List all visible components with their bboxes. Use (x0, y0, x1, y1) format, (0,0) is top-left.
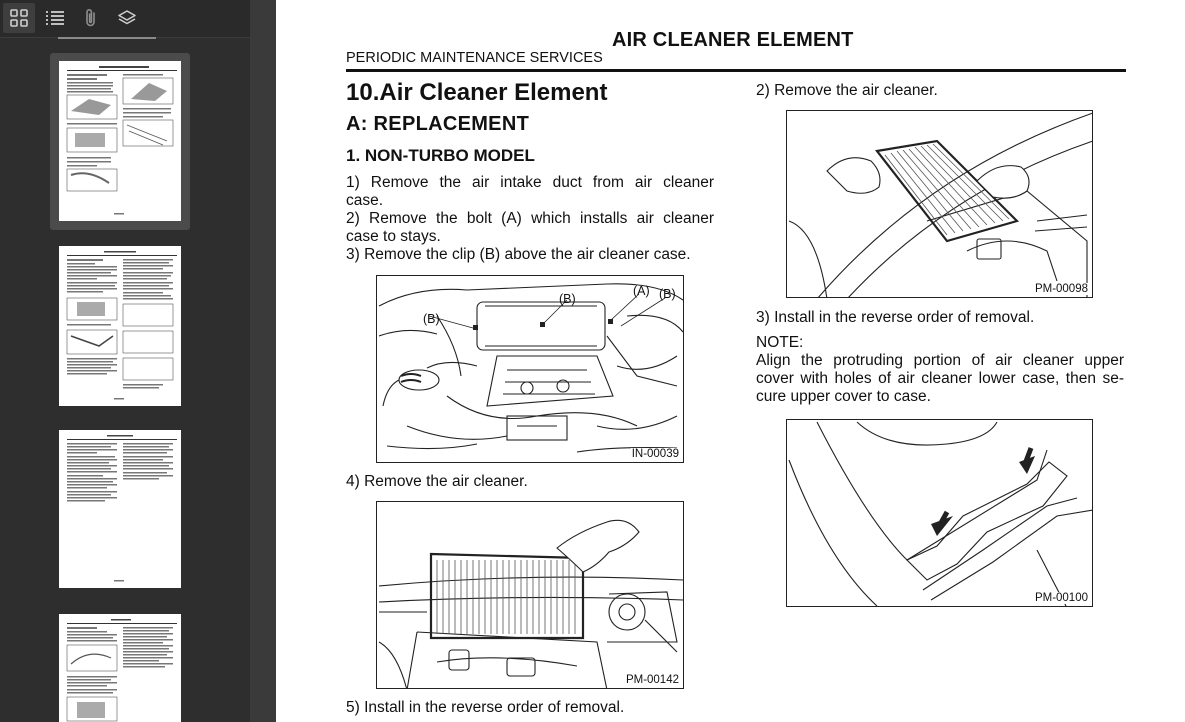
document-page: AIR CLEANER ELEMENT PERIODIC MAINTENANCE… (276, 0, 1185, 722)
sidebar-toolbar (0, 0, 250, 38)
page-thumbnail-3[interactable] (50, 422, 190, 599)
subsection-heading: A: REPLACEMENT (346, 113, 530, 135)
paperclip-icon (86, 9, 95, 27)
text-line: 2) Remove the air cleaner. (756, 82, 938, 99)
step-5-text: 5) Install in the reverse order of remov… (346, 699, 714, 717)
sidebar-gutter (250, 0, 276, 722)
attachments-tab-button[interactable] (75, 3, 107, 33)
outline-tab-button[interactable] (39, 3, 71, 33)
layers-icon (118, 10, 136, 25)
figure-code: PM-00142 (624, 674, 680, 686)
text-line: 3) Remove the clip (B) above the air cle… (346, 246, 691, 263)
figure-engine-bay: (B) (B) (A) (B) IN-00039 (376, 275, 684, 463)
section-header: PERIODIC MAINTENANCE SERVICES (346, 50, 603, 66)
callout-b-center: (B) (559, 292, 576, 306)
header-rule (346, 69, 1126, 72)
thumbnail-page-image (59, 61, 181, 221)
step-3-text: 3) Remove the clip (B) above the air cle… (346, 246, 714, 264)
thumbnail-page-image (59, 614, 181, 722)
note-block: NOTE: Align the protruding portion of ai… (756, 334, 1124, 406)
text-line: case to stays. (346, 228, 441, 245)
right-step-3-text: 3) Install in the reverse order of remov… (756, 309, 1126, 327)
step-4-text: 4) Remove the air cleaner. (346, 473, 714, 491)
text-line: case. (346, 192, 384, 209)
thumbnail-page-image (59, 246, 181, 406)
text-line: 5) Install in the reverse order of remov… (346, 699, 625, 716)
page-title: AIR CLEANER ELEMENT (612, 29, 854, 51)
callout-b-right: (B) (659, 287, 676, 301)
thumbnail-page-image (59, 430, 181, 588)
active-tab-indicator (58, 37, 156, 39)
step-2-text: 2) Remove the bolt (A) which installs ai… (346, 210, 714, 246)
figure-code: PM-00100 (1033, 592, 1089, 604)
figure-remove-air-cleaner-1: PM-00142 (376, 501, 684, 689)
text-line: Align the protruding portion of air clea… (756, 352, 1124, 369)
page-thumbnail-2[interactable] (50, 238, 190, 415)
page-thumbnail-1[interactable] (50, 53, 190, 230)
text-line: 4) Remove the air cleaner. (346, 473, 528, 490)
list-icon (46, 11, 64, 25)
callout-a: (A) (633, 284, 650, 298)
right-step-2-text: 2) Remove the air cleaner. (756, 82, 1126, 100)
chapter-heading: 10.Air Cleaner Element (346, 79, 608, 106)
callout-b-left: (B) (423, 312, 440, 326)
figure-remove-air-cleaner-2: PM-00098 (786, 110, 1093, 298)
note-label: NOTE: (756, 334, 804, 351)
thumbnails-tab-button[interactable] (3, 3, 35, 33)
figure-code: IN-00039 (630, 448, 680, 460)
text-line: cure upper cover to case. (756, 388, 931, 405)
figure-code: PM-00098 (1033, 283, 1089, 295)
model-heading: 1. NON-TURBO MODEL (346, 146, 535, 165)
step-1-text: 1) Remove the air intake duct from air c… (346, 174, 714, 210)
thumbnail-sidebar (0, 0, 250, 722)
text-line: 2) Remove the bolt (A) which installs ai… (346, 210, 714, 227)
layers-tab-button[interactable] (111, 3, 143, 33)
figure-install-cover: PM-00100 (786, 419, 1093, 607)
text-line: cover with holes of air cleaner lower ca… (756, 370, 1124, 387)
text-line: 1) Remove the air intake duct from air c… (346, 174, 714, 191)
page-thumbnail-4[interactable] (50, 606, 190, 722)
text-line: 3) Install in the reverse order of remov… (756, 309, 1035, 326)
grid-icon (10, 9, 28, 27)
